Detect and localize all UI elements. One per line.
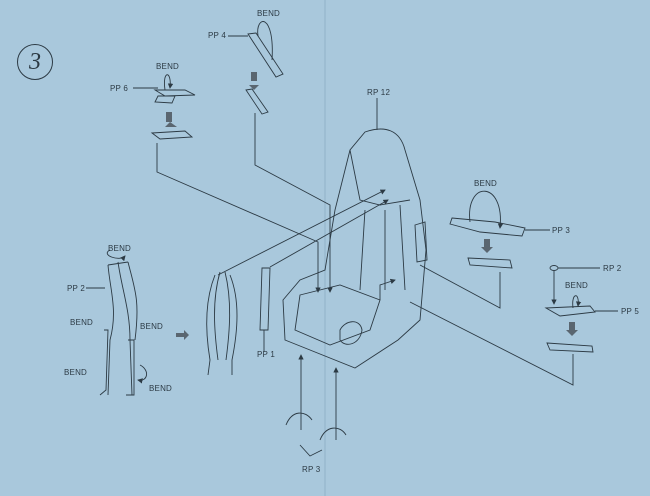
pp2-harness (86, 249, 147, 396)
pp6-bend-label: BEND (156, 62, 180, 71)
seat-rp12 (282, 98, 428, 369)
harness-assembled (206, 271, 238, 376)
pp3-label: PP 3 (552, 226, 570, 235)
down-arrow-icon (166, 112, 172, 122)
rp3-parts (285, 354, 347, 457)
pp4-label: PP 4 (208, 31, 226, 40)
down-arrow-icon (484, 239, 490, 247)
pp2-bend-right-label: BEND (140, 322, 164, 331)
pp4-part (228, 21, 333, 293)
step-number: 3 (17, 44, 53, 80)
pp5-part (409, 265, 618, 386)
pp4-bend-label: BEND (257, 9, 281, 18)
pp3-bend-label: BEND (474, 179, 498, 188)
pp3-part (379, 190, 550, 309)
pp1-strap (259, 267, 271, 331)
pp2-bend-top-label: BEND (108, 244, 132, 253)
pp5-bend-label: BEND (565, 281, 589, 290)
down-arrow-icon (251, 72, 257, 81)
pp2-bend-bottom-right-label: BEND (149, 384, 173, 393)
rp12-label: RP 12 (367, 88, 391, 97)
pp5-label: PP 5 (621, 307, 639, 316)
right-arrow-icon (176, 330, 189, 340)
rp2-label: RP 2 (603, 264, 622, 273)
pp6-label: PP 6 (110, 84, 128, 93)
rp3-label: RP 3 (302, 465, 321, 474)
down-arrow-icon (569, 322, 575, 330)
pp2-bend-left-label: BEND (70, 318, 94, 327)
pp2-bend-bottom-left-label: BEND (64, 368, 88, 377)
pp1-label: PP 1 (257, 350, 275, 359)
pp2-label: PP 2 (67, 284, 85, 293)
pp6-part (133, 74, 321, 293)
